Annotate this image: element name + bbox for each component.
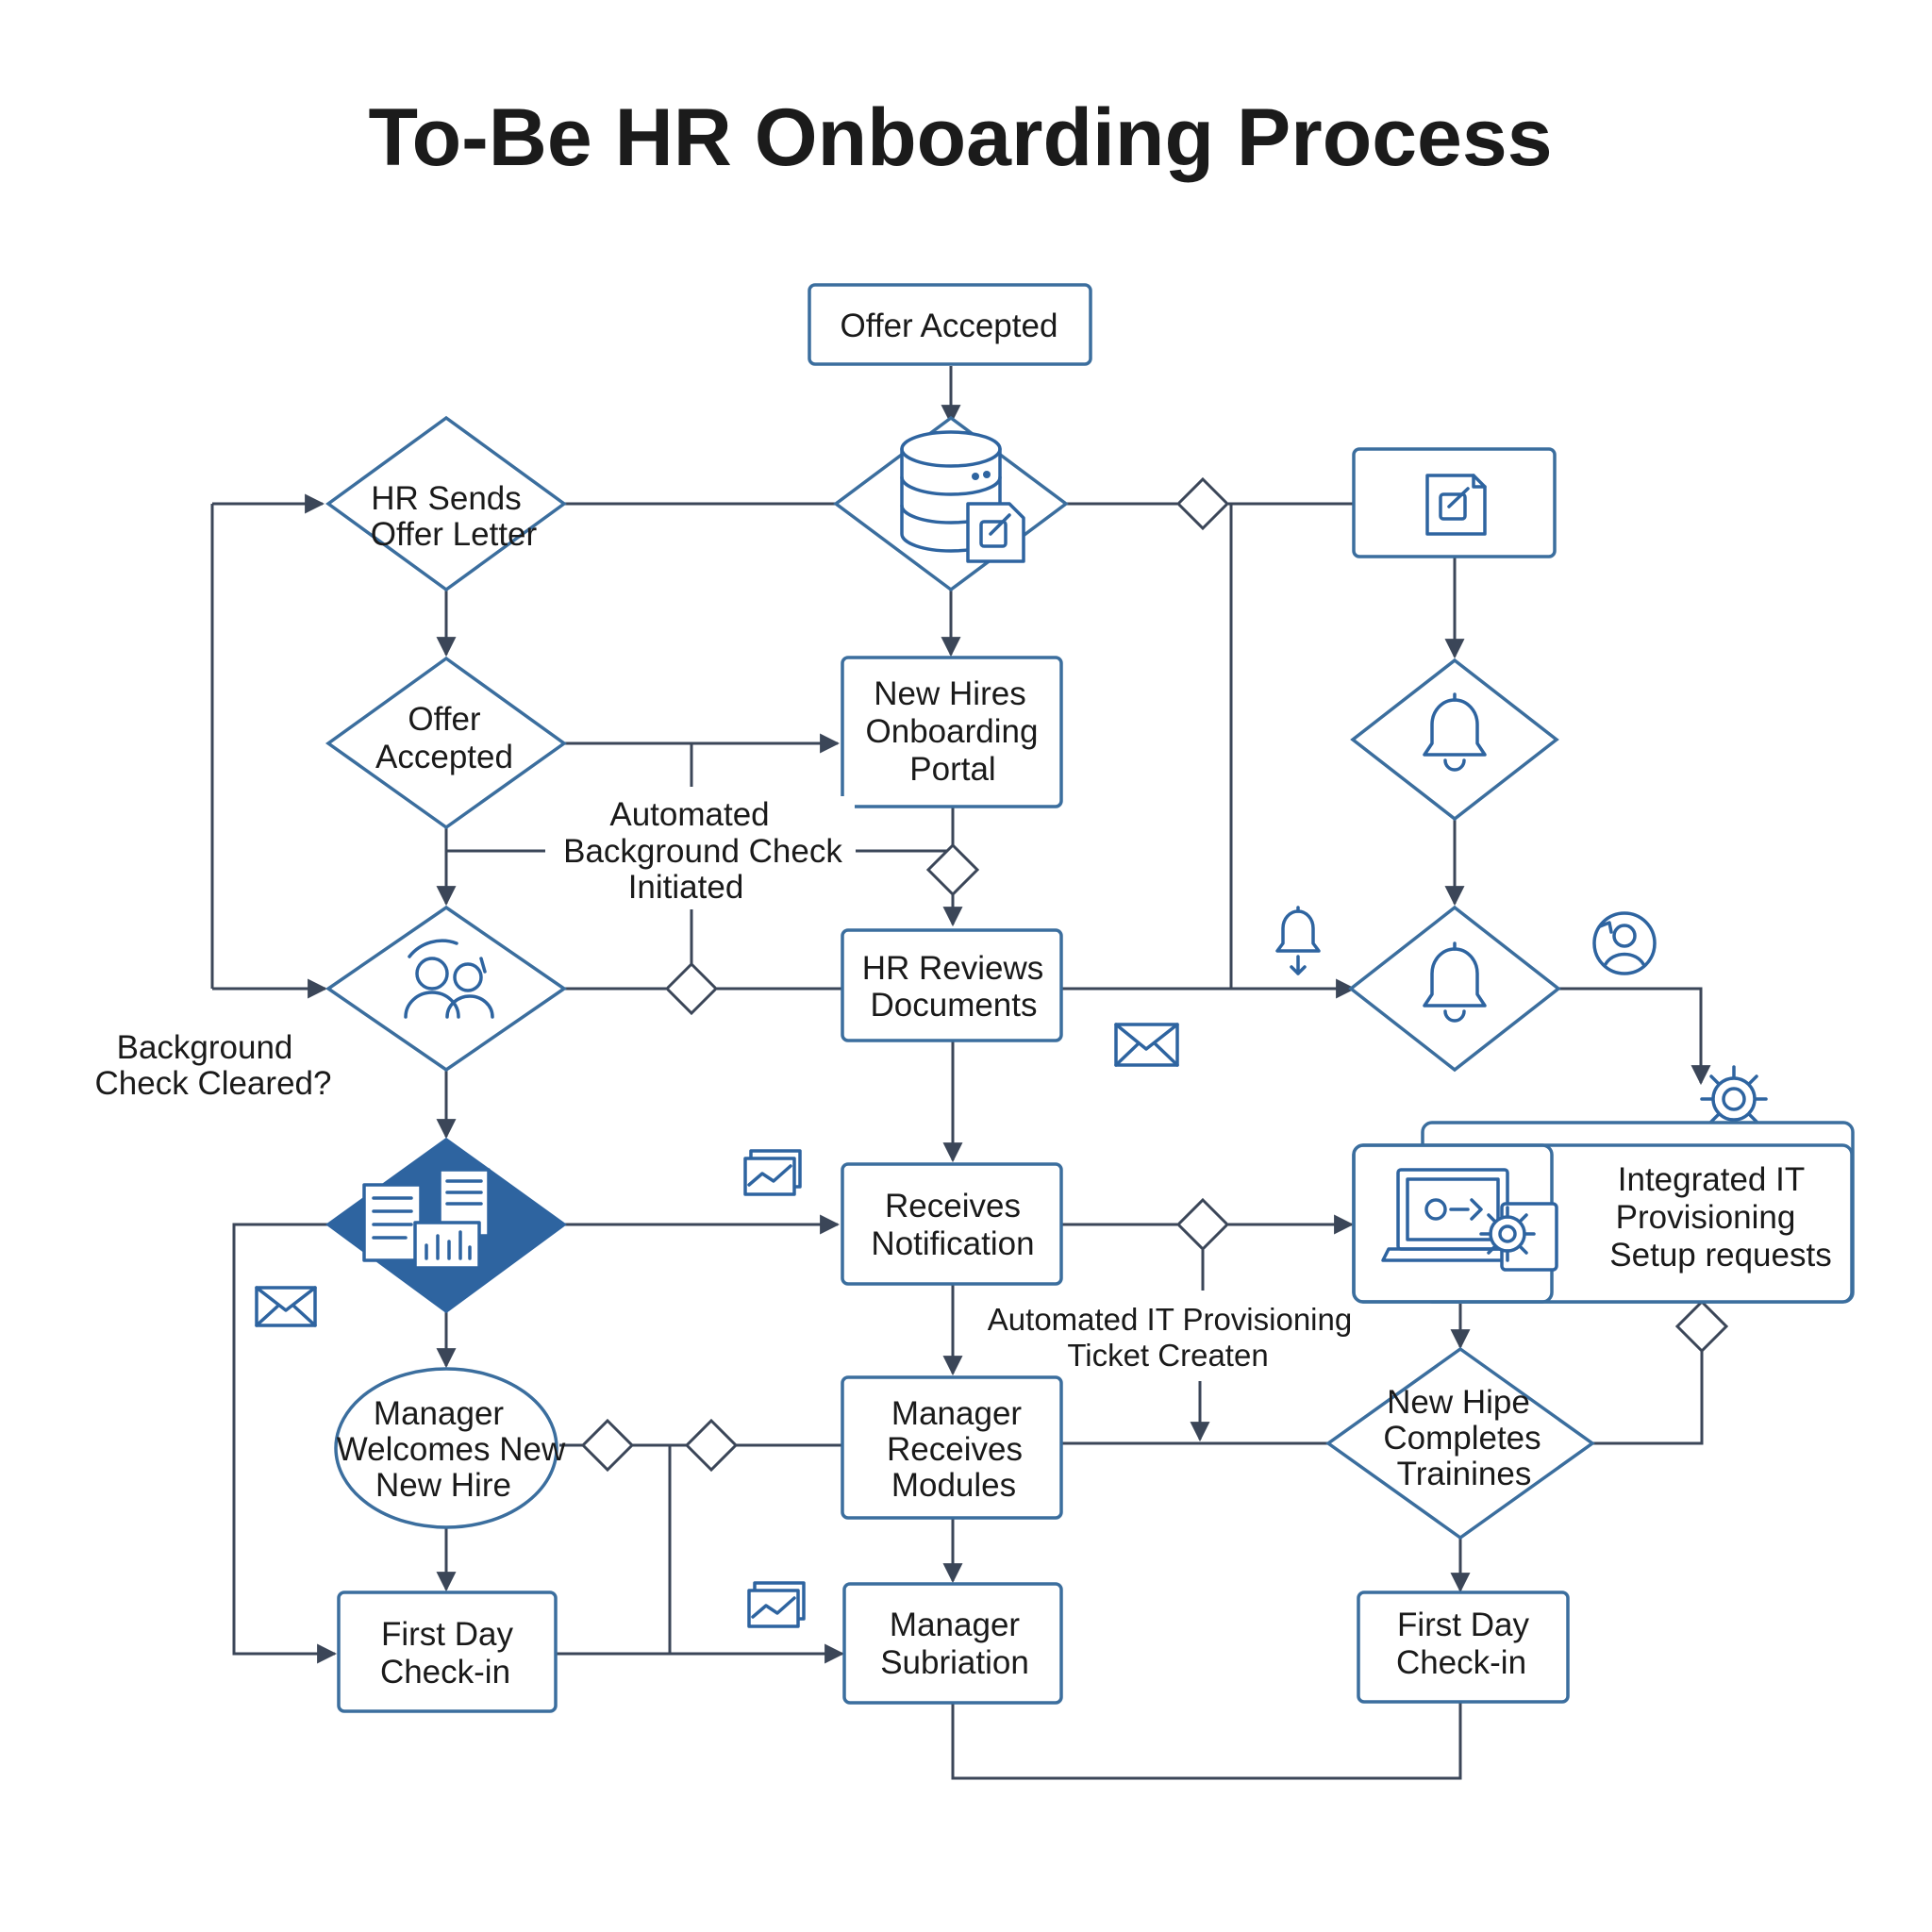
hr-reviews-documents[interactable]: HR Reviews Documents: [841, 928, 1063, 1042]
node-label: Notification: [871, 1225, 1034, 1262]
node-label: New Hipe: [1387, 1384, 1530, 1421]
node-label: Check-in: [1396, 1644, 1526, 1681]
junction-diamond: [684, 1418, 739, 1473]
new-hire-completes-training[interactable]: New Hipe Completes Trainines: [1324, 1346, 1596, 1541]
offer-accepted-start[interactable]: Offer Accepted: [808, 283, 1092, 366]
junction-diamond: [1674, 1299, 1729, 1354]
junction-diamond: [1175, 476, 1230, 531]
node-label: Manager: [890, 1607, 1020, 1643]
document-task-box[interactable]: [1352, 447, 1557, 558]
node-label: Receives: [887, 1431, 1023, 1468]
junction-diamond: [580, 1418, 635, 1473]
node-label: New Hires: [874, 675, 1025, 712]
node-label: First Day: [1397, 1607, 1530, 1643]
background-check-cleared-label: Background Check Cleared?: [95, 1029, 332, 1102]
svg-text:Ticket Createn: Ticket Createn: [1067, 1338, 1268, 1373]
junction-diamonds: [580, 476, 1729, 1473]
page-title: To-Be HR Onboarding Process: [368, 92, 1552, 183]
integrated-it-provisioning[interactable]: Integrated IT Provisioning Setup request…: [1352, 1121, 1855, 1304]
notification-diamond-2[interactable]: [1348, 905, 1561, 1073]
gear-icon: [1700, 1065, 1768, 1133]
node-label: Welcomes New: [337, 1431, 566, 1468]
users-icon: [404, 939, 494, 1019]
node-label: Modules: [891, 1467, 1016, 1504]
flow-lines: [210, 366, 1711, 1780]
node-label: HR Sends: [371, 480, 522, 517]
node-label: Onboarding: [866, 713, 1039, 750]
svg-text:Automated: Automated: [609, 796, 769, 833]
svg-text:Initiated: Initiated: [628, 869, 744, 906]
node-label: Setup requests: [1609, 1237, 1831, 1274]
node-label: Trainines: [1397, 1456, 1532, 1492]
node-label: Integrated IT: [1618, 1161, 1805, 1198]
node-label: Provisioning: [1616, 1199, 1796, 1236]
user-refresh-icon: [1592, 911, 1657, 975]
document-edit-icon: [1425, 474, 1487, 536]
documents-chart-icon: [362, 1168, 491, 1270]
node-label: Portal: [909, 751, 995, 788]
svg-text:Check Cleared?: Check Cleared?: [95, 1065, 332, 1102]
manager-receives-modules[interactable]: Manager Receives Modules: [841, 1375, 1063, 1520]
node-label: Completes: [1383, 1420, 1541, 1457]
node-label: Subriation: [880, 1644, 1029, 1681]
image-chart-icon: [747, 1581, 806, 1628]
node-label: Check-in: [380, 1654, 510, 1690]
bell-icon: [1423, 692, 1487, 772]
svg-text:Automated IT Provisioning: Automated IT Provisioning: [988, 1302, 1352, 1337]
node-label: Receives: [885, 1188, 1021, 1224]
manager-welcomes-new-hire[interactable]: Manager Welcomes New New Hire: [334, 1367, 566, 1529]
email-icon: [1114, 1023, 1179, 1067]
automated-it-ticket-label: Automated IT Provisioning Ticket Createn: [988, 1302, 1352, 1373]
node-label: Offer Letter: [371, 516, 538, 553]
email-icon: [255, 1286, 317, 1327]
node-label: HR Reviews: [862, 950, 1044, 987]
junction-diamond: [664, 961, 719, 1016]
bell-icon: [1423, 941, 1487, 1023]
offer-accepted-decision[interactable]: Offer Accepted: [325, 656, 568, 830]
bell-icon: [1275, 906, 1321, 975]
receives-notification[interactable]: Receives Notification: [841, 1162, 1063, 1286]
manager-submission[interactable]: Manager Subriation: [842, 1582, 1063, 1705]
node-label: Offer: [408, 701, 481, 738]
svg-text:Background: Background: [117, 1029, 293, 1066]
node-label: First Day: [381, 1616, 514, 1653]
background-check-decision[interactable]: [325, 905, 568, 1073]
new-hires-onboarding-portal[interactable]: New Hires Onboarding Portal: [841, 656, 1063, 808]
database-diamond[interactable]: [833, 415, 1069, 592]
computer-gears-icon: [1381, 1168, 1558, 1272]
node-label: Manager: [374, 1395, 504, 1432]
first-day-check-in-left[interactable]: First Day Check-in: [337, 1591, 558, 1713]
image-chart-icon: [743, 1149, 802, 1196]
junction-diamond: [925, 842, 980, 897]
node-label: New Hire: [375, 1467, 511, 1504]
notification-diamond[interactable]: [1350, 658, 1559, 822]
junction-diamond: [1175, 1197, 1230, 1252]
automated-background-check-label: Automated Background Check Initiated: [547, 796, 855, 909]
node-label: Accepted: [375, 739, 513, 775]
svg-text:Background Check: Background Check: [563, 833, 842, 870]
documents-review-diamond[interactable]: [325, 1137, 567, 1314]
first-day-check-in-right[interactable]: First Day Check-in: [1357, 1591, 1570, 1704]
document-edit-icon: [966, 502, 1025, 563]
node-label: Offer Accepted: [841, 308, 1058, 344]
node-label: Documents: [870, 987, 1037, 1024]
hr-sends-offer-letter[interactable]: HR Sends Offer Letter: [325, 415, 567, 592]
node-label: Manager: [891, 1395, 1022, 1432]
